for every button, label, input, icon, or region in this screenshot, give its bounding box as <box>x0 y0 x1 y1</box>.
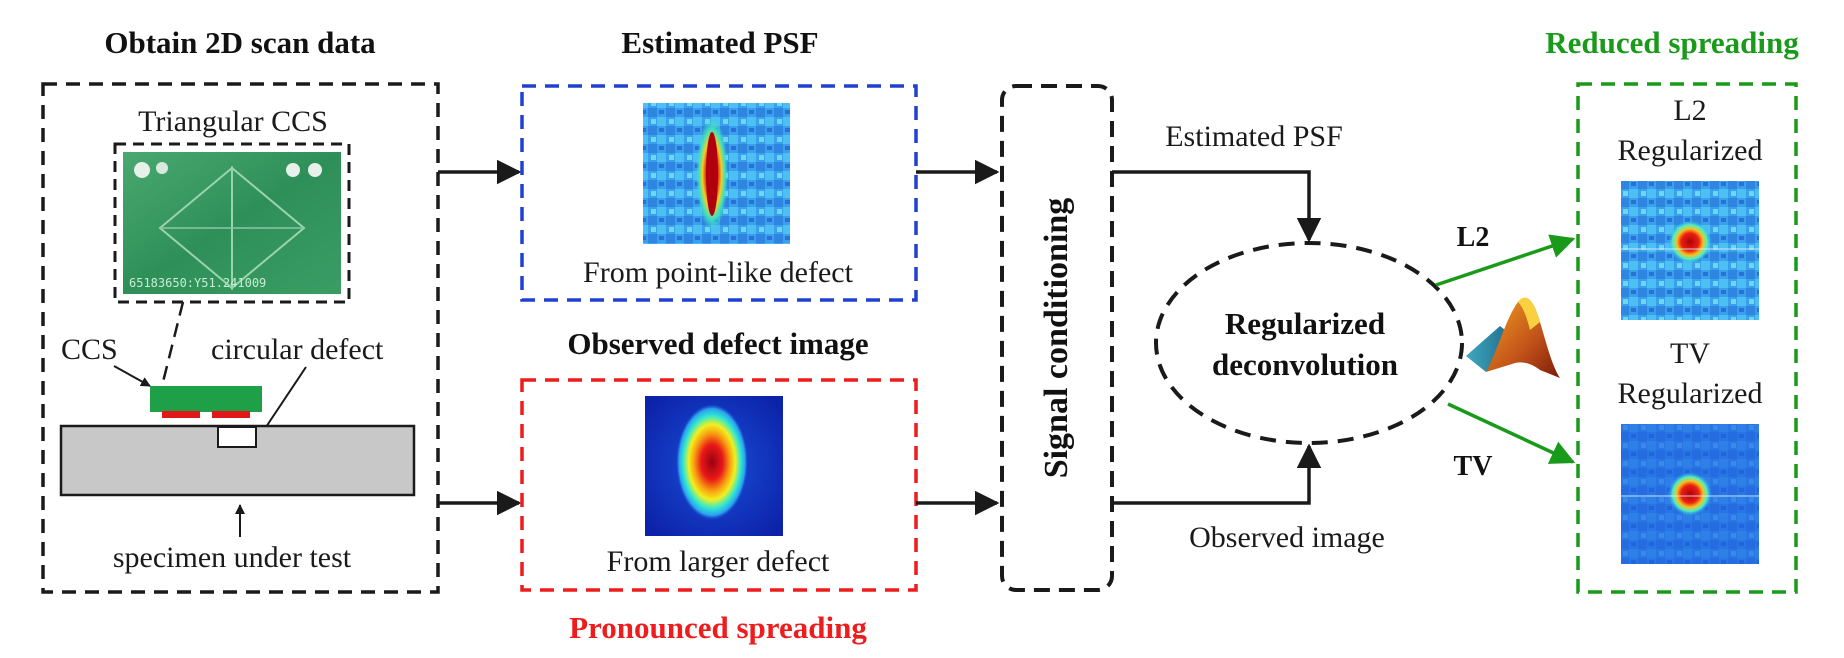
tv-result-subtitle: Regularized <box>1618 377 1763 410</box>
l2-result-title: L2 <box>1673 94 1706 127</box>
ccs-sensor <box>150 386 262 412</box>
psf-route-arrow <box>1112 170 1322 243</box>
tv-result-title: TV <box>1670 337 1710 370</box>
results-panel <box>1576 82 1798 594</box>
psf-caption: From point-like defect <box>583 256 854 289</box>
deconvolution-label-line2: deconvolution <box>1212 347 1398 382</box>
l2-result-subtitle: Regularized <box>1618 134 1763 167</box>
ccs-label: CCS <box>61 333 118 366</box>
psf-panel <box>520 84 918 302</box>
observed-panel <box>520 378 918 592</box>
triangular-ccs-photo: 65183650:Y51.241009 <box>123 152 341 294</box>
signal-conditioning-label: Signal conditioning <box>1038 198 1075 479</box>
observed-heatmap <box>645 396 783 536</box>
regularized-deconvolution-node <box>1154 241 1464 445</box>
photo-leader-line <box>160 301 185 387</box>
specimen-label: specimen under test <box>113 541 352 574</box>
photo-caption: 65183650:Y51.241009 <box>129 276 266 290</box>
observed-image-flow-label: Observed image <box>1189 521 1385 554</box>
triangular-ccs-label: Triangular CCS <box>138 105 328 138</box>
circular-defect-label: circular defect <box>211 333 384 366</box>
psf-heatmap <box>643 103 790 244</box>
deconvolution-label-line1: Regularized <box>1225 306 1385 341</box>
reduced-spreading-title: Reduced spreading <box>1545 25 1799 60</box>
matlab-logo-icon <box>1466 297 1560 378</box>
estimated-psf-flow-label: Estimated PSF <box>1165 120 1343 153</box>
photo-frame <box>113 142 351 304</box>
l2-branch-arrow <box>1435 234 1576 287</box>
obtain-title: Obtain 2D scan data <box>104 25 376 60</box>
observed-route-arrow <box>1112 443 1322 505</box>
observed-caption: From larger defect <box>607 545 830 578</box>
l2-branch-label: L2 <box>1457 222 1490 253</box>
tv-branch-label: TV <box>1454 451 1493 482</box>
scan-data-panel <box>41 82 440 594</box>
l2-result-heatmap <box>1621 181 1759 320</box>
tv-result-heatmap <box>1621 424 1759 564</box>
ccs-leader-arrow <box>113 365 151 387</box>
tv-branch-arrow <box>1447 402 1576 464</box>
estimated-psf-title: Estimated PSF <box>621 25 818 60</box>
ccs-electrode-right <box>212 411 250 418</box>
pronounced-spreading-title: Pronounced spreading <box>569 610 867 645</box>
observed-defect-image-title: Observed defect image <box>567 326 868 361</box>
ccs-electrode-left <box>162 411 200 418</box>
circular-defect <box>217 426 257 448</box>
signal-conditioning-box <box>1000 84 1114 592</box>
